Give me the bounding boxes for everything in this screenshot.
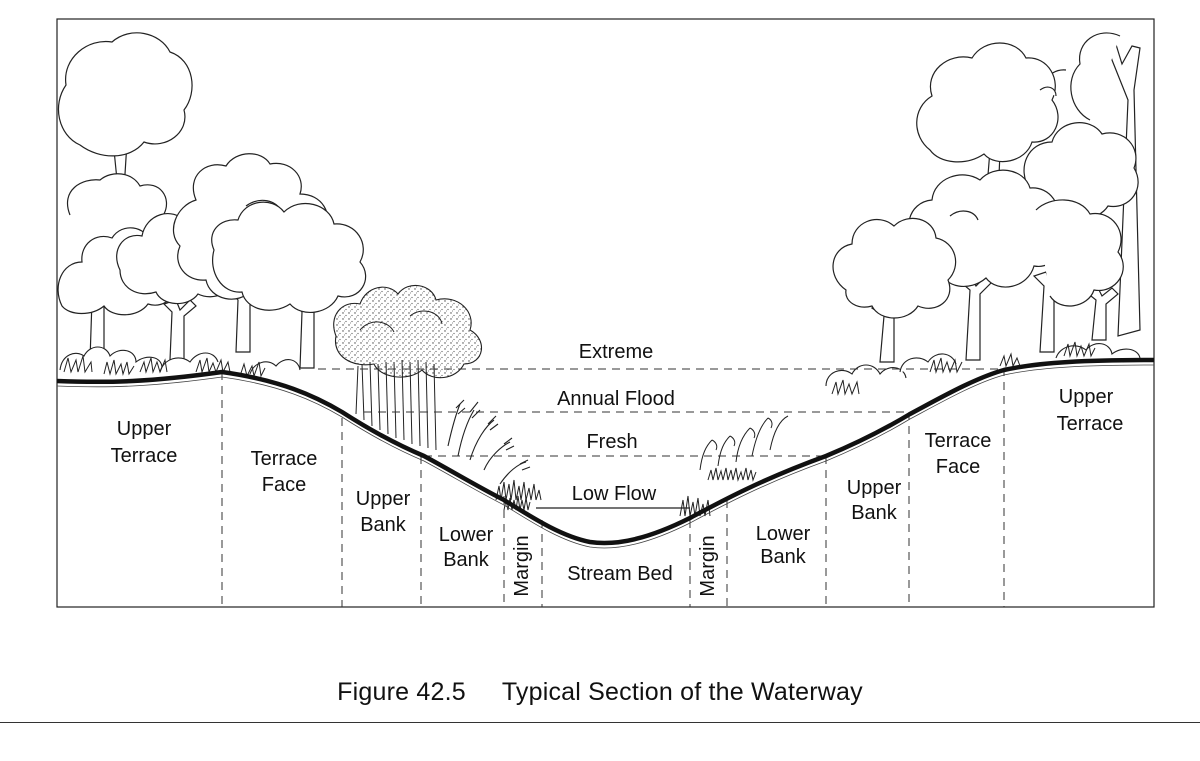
ground-surface-underline <box>56 364 1155 549</box>
upper-bank-right-label-line2: Bank <box>851 502 898 524</box>
diagram-frame <box>56 18 1155 608</box>
upper-terrace-right-label-line2: Terrace <box>1057 413 1124 435</box>
grass-icon <box>831 341 1096 396</box>
extreme-label: Extreme <box>579 341 653 363</box>
tree-icon <box>333 284 483 451</box>
reed-icon <box>699 415 789 482</box>
reed-icon <box>447 399 531 485</box>
terrace-face-right-label-line2: Face <box>936 456 980 478</box>
stream-bed-label: Stream Bed <box>567 563 673 585</box>
margin-right-label: Margin <box>697 535 719 596</box>
terrace-face-left-label-line2: Face <box>262 474 306 496</box>
figure-caption: Figure 42.5 Typical Section of the Waterw… <box>0 678 1200 707</box>
lower-bank-left-label-line2: Bank <box>443 549 490 571</box>
tree-icon <box>832 217 957 363</box>
upper-bank-left-label-line1: Upper <box>356 488 411 510</box>
lower-bank-left-label-line1: Lower <box>439 524 494 546</box>
terrace-face-left-label-line1: Terrace <box>251 448 318 470</box>
upper-terrace-left-label-line2: Terrace <box>111 445 178 467</box>
grass-icon <box>63 355 266 378</box>
tree-icon <box>211 201 367 313</box>
lower-bank-right-label-line2: Bank <box>760 546 807 568</box>
low-flow-label: Low Flow <box>572 483 657 505</box>
water-level-lines <box>318 368 1000 457</box>
margin-left-label: Margin <box>511 535 533 596</box>
annual-flood-label: Annual Flood <box>557 388 675 410</box>
fresh-label: Fresh <box>586 431 637 453</box>
upper-bank-left-label-line2: Bank <box>360 514 407 536</box>
upper-bank-right-label-line1: Upper <box>847 477 902 499</box>
tree-icon <box>1023 122 1139 220</box>
upper-terrace-right-label-line1: Upper <box>1059 386 1114 408</box>
terrace-face-right-label-line1: Terrace <box>925 430 992 452</box>
figure-number: Figure 42.5 <box>337 678 466 706</box>
figure-title: Typical Section of the Waterway <box>501 678 863 706</box>
upper-terrace-left-label-line1: Upper <box>117 418 172 440</box>
zone-dividers <box>221 368 1005 607</box>
caption-divider <box>0 722 1200 723</box>
ground-surface-line <box>56 357 1155 546</box>
lower-bank-right-label-line1: Lower <box>756 523 811 545</box>
tree-icon <box>57 32 193 216</box>
shrub-icon <box>59 346 301 375</box>
